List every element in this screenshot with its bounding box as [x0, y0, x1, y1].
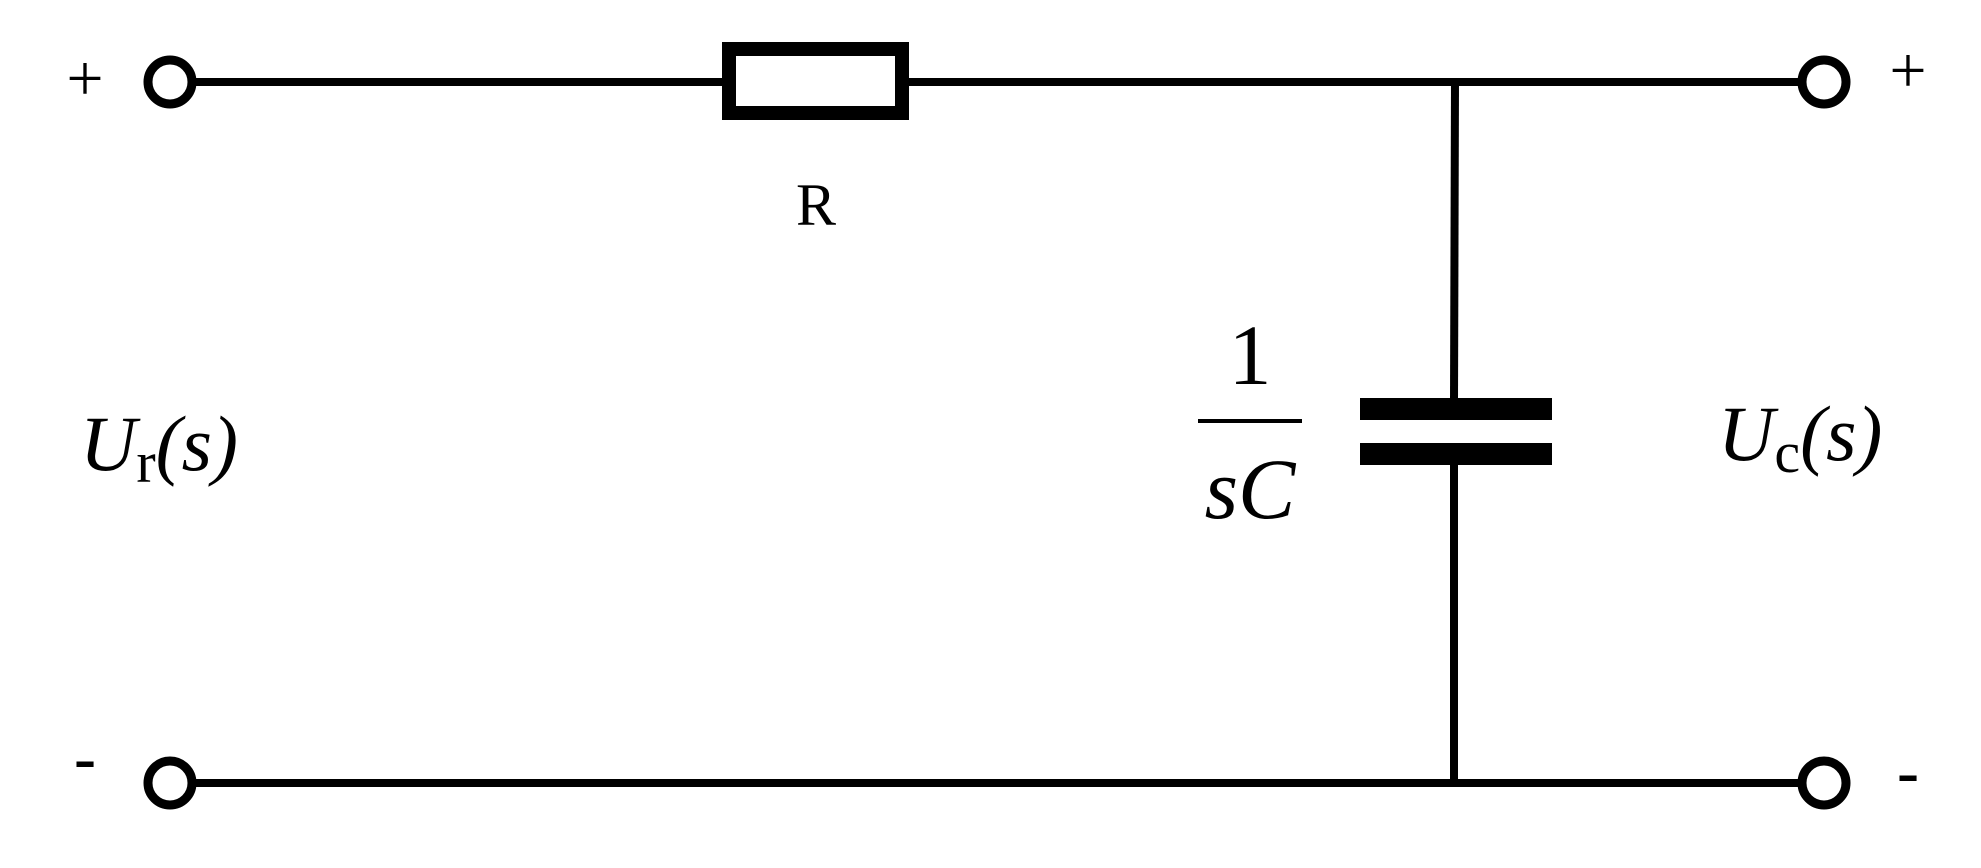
capacitor-plate-top	[1360, 398, 1552, 420]
input-terminal-top	[143, 55, 197, 109]
output-voltage-label: Uc(s)	[1718, 390, 1882, 485]
input-voltage-label: Ur(s)	[80, 400, 238, 495]
output-terminal-top	[1797, 55, 1851, 109]
input-voltage-subscript: r	[136, 430, 155, 495]
output-plus-label: +	[1889, 34, 1926, 107]
capacitor-impedance-denominator: sC	[1205, 441, 1297, 537]
output-minus-label: -	[1896, 734, 1919, 812]
capacitor-upper-lead	[1450, 81, 1459, 403]
output-voltage-argument: (s)	[1800, 390, 1882, 477]
capacitor-impedance-numerator: 1	[1229, 307, 1272, 403]
capacitor-plate-bottom	[1360, 443, 1552, 465]
output-terminal-bottom	[1797, 756, 1851, 810]
input-plus-label: +	[66, 42, 103, 115]
output-voltage-subscript: c	[1774, 420, 1800, 485]
input-voltage-argument: (s)	[156, 400, 238, 487]
input-voltage-symbol: U	[80, 400, 141, 487]
input-minus-label: -	[73, 720, 96, 798]
output-voltage-symbol: U	[1718, 390, 1779, 477]
resistor-symbol	[722, 42, 909, 120]
input-terminal-bottom	[143, 756, 197, 810]
resistor-label: R	[796, 172, 836, 238]
